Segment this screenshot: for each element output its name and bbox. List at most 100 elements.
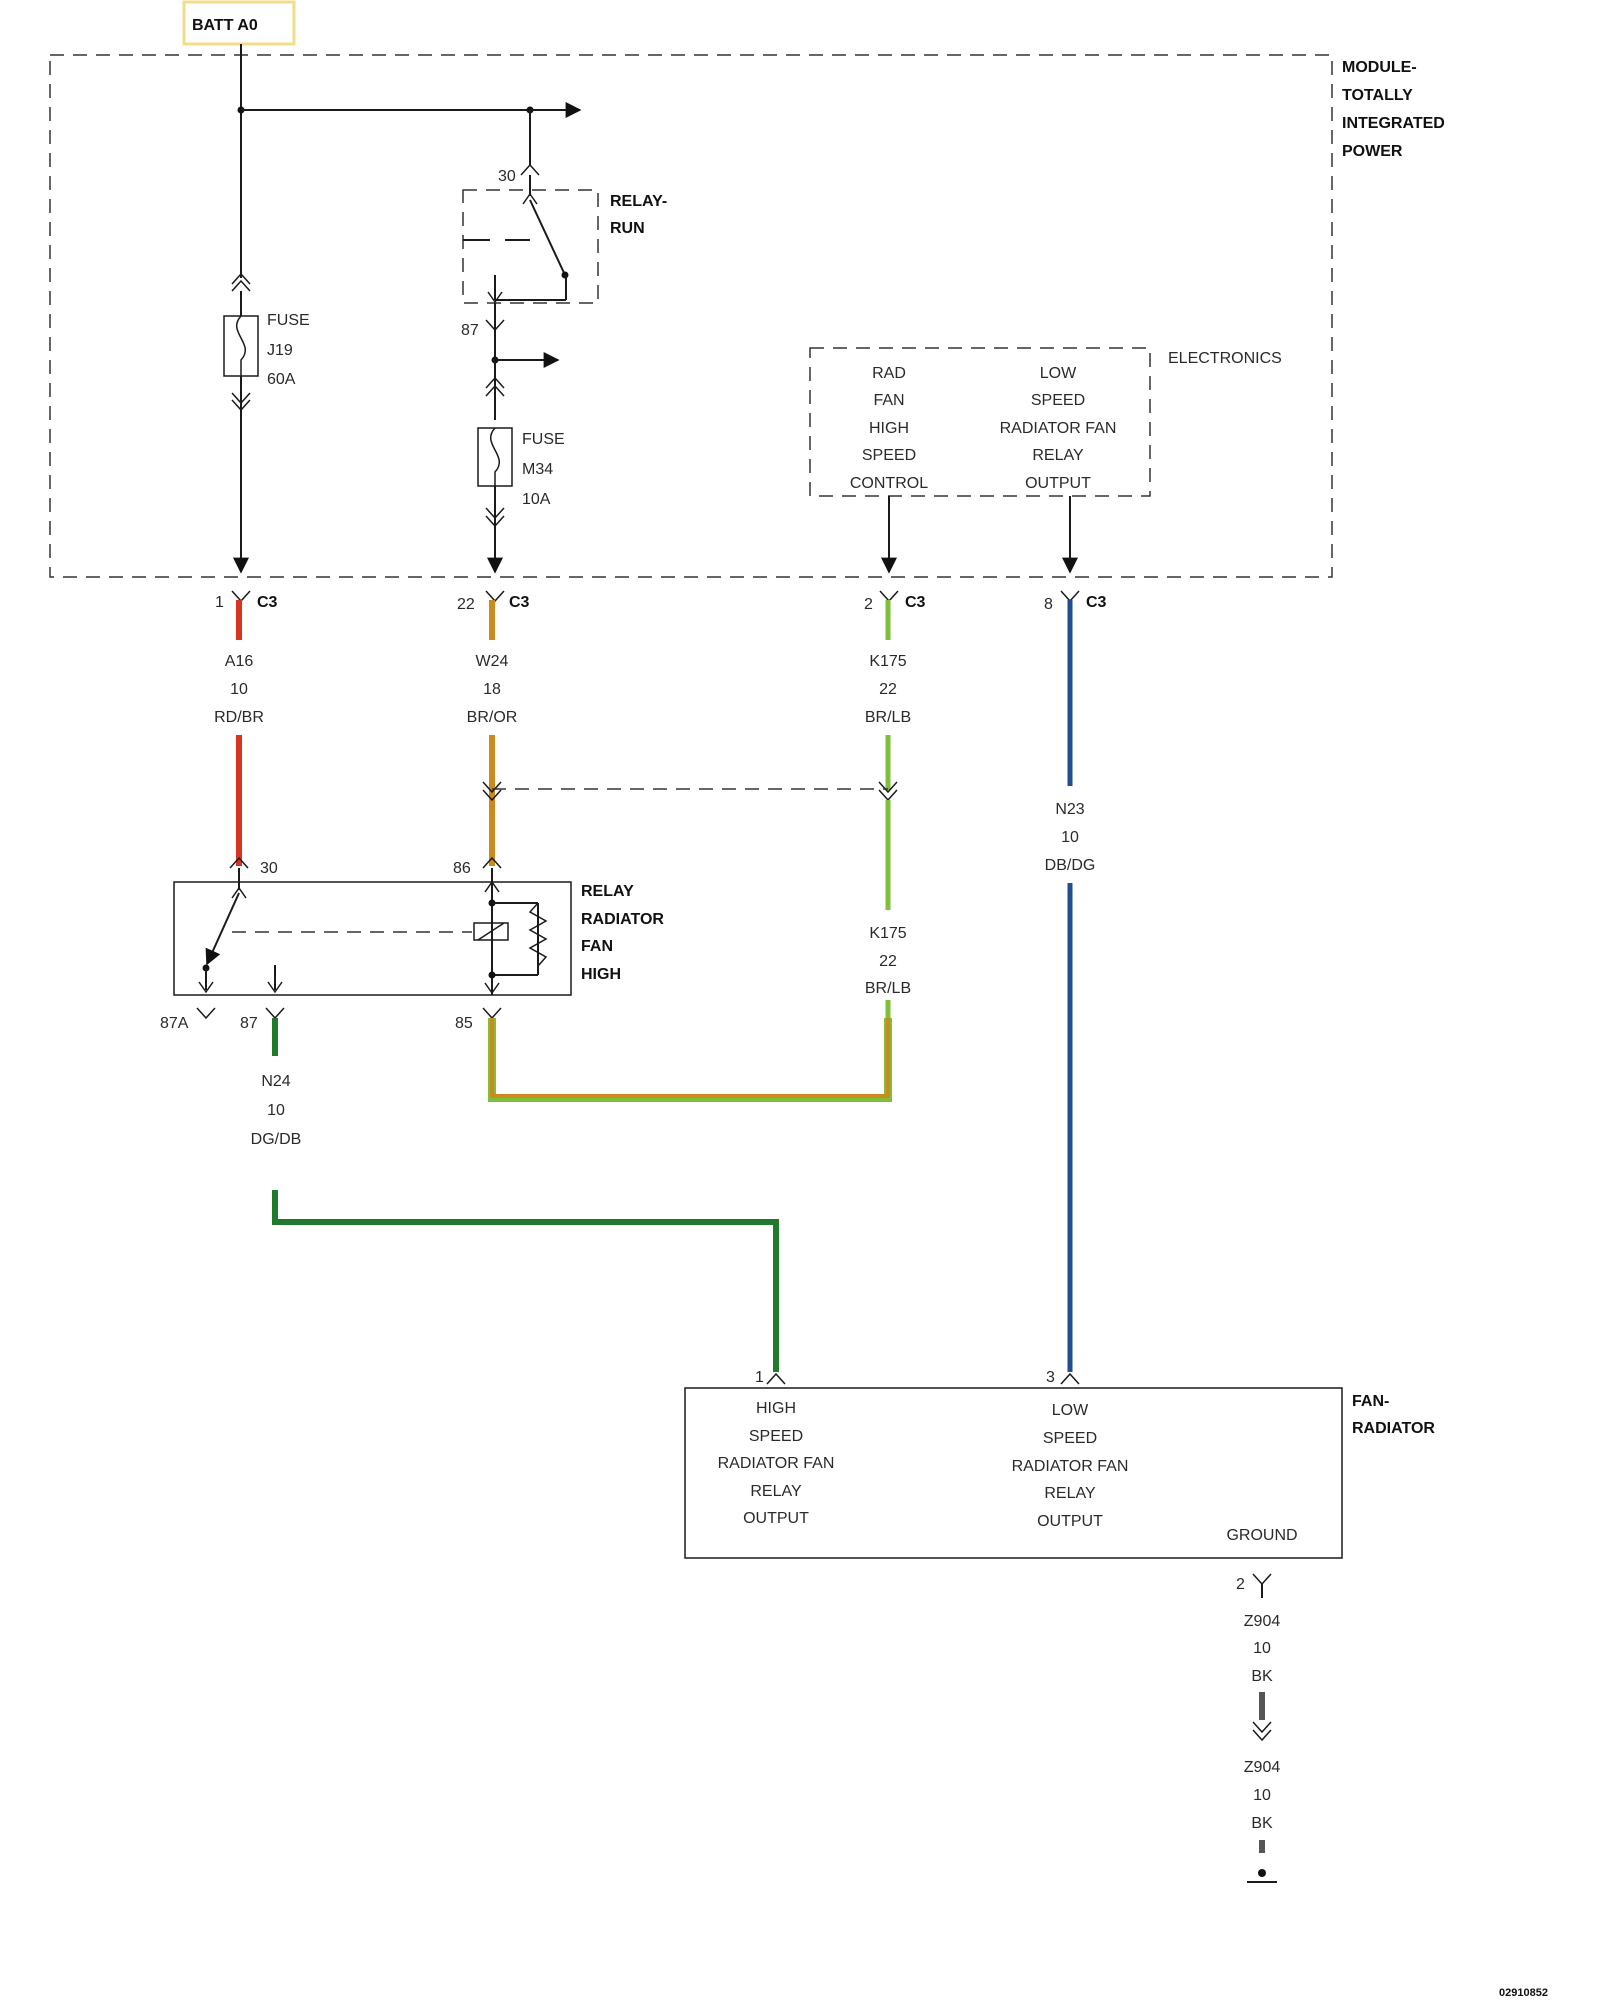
electronics-block: ELECTRONICS RAD FAN HIGH SPEED CONTROL L… (809, 347, 1282, 574)
svg-text:HIGH: HIGH (581, 966, 621, 983)
svg-text:8: 8 (1044, 596, 1053, 613)
svg-text:OUTPUT: OUTPUT (743, 1510, 809, 1527)
svg-text:RADIATOR FAN: RADIATOR FAN (718, 1455, 835, 1472)
wire-k175-top: K175 22 BR/LB (865, 600, 911, 802)
svg-text:87: 87 (240, 1015, 258, 1032)
relay-run: 30 RELAY- RUN 87 (461, 163, 667, 420)
svg-text:SPEED: SPEED (1031, 392, 1085, 409)
svg-text:1: 1 (215, 594, 224, 611)
svg-text:RADIATOR FAN: RADIATOR FAN (1000, 420, 1117, 437)
svg-text:10: 10 (1253, 1640, 1271, 1657)
connector-c3-pin-8: 8 C3 (1044, 590, 1107, 613)
document-number: 02910852 (1499, 1987, 1548, 1999)
svg-text:W24: W24 (476, 653, 509, 670)
svg-text:GROUND: GROUND (1226, 1527, 1297, 1544)
svg-text:10A: 10A (522, 491, 551, 508)
svg-text:22: 22 (457, 596, 475, 613)
svg-text:LOW: LOW (1052, 1402, 1089, 1419)
svg-text:RELAY: RELAY (1032, 447, 1084, 464)
svg-text:RELAY: RELAY (1044, 1485, 1096, 1502)
connector-c3-pin-1: 1 C3 (215, 590, 278, 611)
svg-text:RELAY: RELAY (581, 883, 634, 900)
svg-text:RUN: RUN (610, 220, 645, 237)
svg-text:CONTROL: CONTROL (850, 475, 928, 492)
battery-label: BATT A0 (182, 0, 296, 46)
svg-text:MODULE-: MODULE- (1342, 59, 1417, 76)
svg-text:FUSE: FUSE (522, 431, 565, 448)
svg-text:HIGH: HIGH (756, 1400, 796, 1417)
svg-text:N24: N24 (261, 1073, 290, 1090)
svg-text:LOW: LOW (1040, 365, 1077, 382)
svg-text:FUSE: FUSE (267, 312, 310, 329)
svg-text:10: 10 (1061, 829, 1079, 846)
svg-text:TOTALLY: TOTALLY (1342, 87, 1413, 104)
svg-text:BR/LB: BR/LB (865, 709, 911, 726)
svg-text:FAN: FAN (873, 392, 904, 409)
svg-text:RELAY: RELAY (750, 1483, 802, 1500)
svg-text:K175: K175 (869, 925, 906, 942)
svg-text:C3: C3 (1086, 594, 1107, 611)
connector-c3-pin-2: 2 C3 (864, 590, 926, 613)
svg-text:2: 2 (1236, 1576, 1245, 1593)
svg-text:87A: 87A (160, 1015, 189, 1032)
svg-text:BATT A0: BATT A0 (192, 17, 258, 34)
svg-text:BK: BK (1251, 1815, 1273, 1832)
svg-text:DG/DB: DG/DB (251, 1131, 302, 1148)
svg-text:10: 10 (230, 681, 248, 698)
svg-text:FAN-: FAN- (1352, 1393, 1389, 1410)
module-boundary (49, 54, 1333, 578)
svg-text:OUTPUT: OUTPUT (1025, 475, 1091, 492)
svg-text:22: 22 (879, 953, 897, 970)
svg-text:OUTPUT: OUTPUT (1037, 1513, 1103, 1530)
svg-text:HIGH: HIGH (869, 420, 909, 437)
svg-text:2: 2 (864, 596, 873, 613)
svg-text:INTEGRATED: INTEGRATED (1342, 115, 1445, 132)
svg-text:A16: A16 (225, 653, 254, 670)
svg-text:10: 10 (1253, 1787, 1271, 1804)
wire-z904: 2 Z904 10 BK Z904 10 BK (1236, 1573, 1281, 1853)
wire-85-loop (488, 1018, 892, 1102)
svg-text:22: 22 (879, 681, 897, 698)
svg-text:87: 87 (461, 322, 479, 339)
svg-text:POWER: POWER (1342, 143, 1403, 160)
svg-text:BK: BK (1251, 1668, 1273, 1685)
svg-text:18: 18 (483, 681, 501, 698)
svg-text:30: 30 (498, 168, 516, 185)
wire-n24: N24 10 DG/DB (251, 1018, 779, 1372)
fuse-m34: FUSE M34 10A (477, 376, 565, 574)
svg-text:K175: K175 (869, 653, 906, 670)
svg-text:M34: M34 (522, 461, 553, 478)
svg-text:10: 10 (267, 1102, 285, 1119)
svg-text:C3: C3 (257, 594, 278, 611)
svg-text:3: 3 (1046, 1369, 1055, 1386)
svg-text:J19: J19 (267, 342, 293, 359)
svg-text:BR/OR: BR/OR (467, 709, 518, 726)
svg-text:ELECTRONICS: ELECTRONICS (1168, 350, 1282, 367)
wire-a16: A16 10 RD/BR (214, 600, 264, 866)
svg-text:60A: 60A (267, 371, 296, 388)
ground-symbol (1247, 1869, 1277, 1883)
svg-text:SPEED: SPEED (1043, 1430, 1097, 1447)
svg-text:30: 30 (260, 860, 278, 877)
svg-text:SPEED: SPEED (749, 1428, 803, 1445)
svg-text:RADIATOR: RADIATOR (1352, 1420, 1435, 1437)
svg-text:RADIATOR FAN: RADIATOR FAN (1012, 1458, 1129, 1475)
svg-text:BR/LB: BR/LB (865, 980, 911, 997)
svg-text:1: 1 (755, 1369, 764, 1386)
svg-text:RAD: RAD (872, 365, 906, 382)
svg-text:Z904: Z904 (1244, 1759, 1281, 1776)
svg-text:RELAY-: RELAY- (610, 193, 667, 210)
module-title: MODULE- TOTALLY INTEGRATED POWER (1342, 59, 1445, 160)
svg-text:N23: N23 (1055, 801, 1084, 818)
svg-text:DB/DG: DB/DG (1045, 857, 1096, 874)
fuse-j19: FUSE J19 60A (223, 272, 310, 574)
relay-radiator-fan-high: 30 86 87A 87 85 RELAY RADIATOR FAN HIGH (160, 856, 664, 1032)
svg-text:C3: C3 (509, 594, 530, 611)
svg-text:C3: C3 (905, 594, 926, 611)
svg-text:RD/BR: RD/BR (214, 709, 264, 726)
battery-feed (237, 44, 582, 278)
svg-text:85: 85 (455, 1015, 473, 1032)
wire-n23: N23 10 DB/DG (1045, 600, 1096, 1372)
wire-w24: W24 18 BR/OR (467, 600, 518, 866)
